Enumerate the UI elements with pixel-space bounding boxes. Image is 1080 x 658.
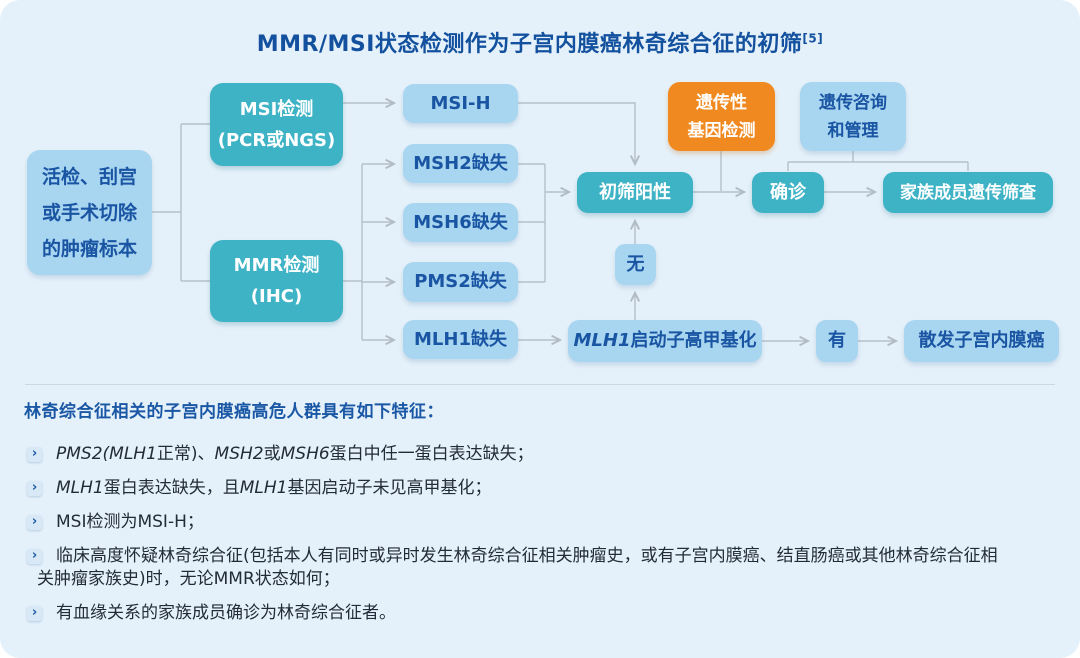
arrow-bullet-icon: › bbox=[27, 447, 42, 462]
criteria-text: 临床高度怀疑林奇综合征(包括本人有同时或异时发生林奇综合征相关肿瘤史，或有子宫内… bbox=[37, 546, 998, 589]
node-family-screening: 家族成员遗传筛查 bbox=[883, 172, 1053, 213]
criteria-section: 林奇综合征相关的子宫内膜癌高危人群具有如下特征： › PMS2(MLH1正常)、M… bbox=[24, 398, 1058, 636]
criteria-text: MLH1蛋白表达缺失，且MLH1基因启动子未见高甲基化； bbox=[56, 478, 492, 498]
title-citation: [5] bbox=[802, 31, 824, 46]
node-msh6-loss: MSH6缺失 bbox=[403, 203, 518, 242]
criteria-text: PMS2(MLH1正常)、MSH2或MSH6蛋白中任一蛋白表达缺失； bbox=[56, 444, 534, 464]
criteria-item: › PMS2(MLH1正常)、MSH2或MSH6蛋白中任一蛋白表达缺失； bbox=[24, 443, 1058, 466]
node-msh2-loss: MSH2缺失 bbox=[403, 144, 518, 183]
node-sporadic-ec: 散发子宫内膜癌 bbox=[904, 320, 1059, 362]
node-confirmed-diagnosis: 确诊 bbox=[752, 172, 824, 213]
criteria-list: › PMS2(MLH1正常)、MSH2或MSH6蛋白中任一蛋白表达缺失； › MLH1… bbox=[24, 443, 1058, 625]
criteria-text: 有血缘关系的家族成员确诊为林奇综合征者。 bbox=[56, 603, 396, 623]
node-mlh1-promoter-methylation: MLH1启动子高甲基化 bbox=[568, 320, 762, 362]
arrow-bullet-icon: › bbox=[27, 606, 42, 621]
node-mlh1-loss: MLH1缺失 bbox=[403, 320, 518, 359]
title-text: MMR/MSI状态检测作为子宫内膜癌林奇综合征的初筛 bbox=[256, 32, 803, 57]
node-genetic-counseling: 遗传咨询 和管理 bbox=[800, 82, 906, 151]
node-msi-test: MSI检测 (PCR或NGS) bbox=[210, 83, 343, 166]
node-has-methylation: 有 bbox=[816, 320, 858, 362]
node-mmr-test: MMR检测 (IHC) bbox=[210, 240, 343, 322]
node-pms2-loss: PMS2缺失 bbox=[403, 262, 518, 302]
node-no-methylation: 无 bbox=[615, 244, 656, 285]
criteria-item: › 有血缘关系的家族成员确诊为林奇综合征者。 bbox=[24, 602, 1058, 625]
criteria-item: › MSI检测为MSI-H； bbox=[24, 511, 1058, 534]
node-screen-positive: 初筛阳性 bbox=[577, 172, 693, 213]
criteria-text: MSI检测为MSI-H； bbox=[56, 512, 204, 532]
node-msi-h: MSI-H bbox=[403, 84, 518, 123]
node-germline-genetic-test: 遗传性 基因检测 bbox=[668, 82, 775, 151]
arrow-bullet-icon: › bbox=[27, 515, 42, 530]
criteria-heading: 林奇综合征相关的子宫内膜癌高危人群具有如下特征： bbox=[24, 402, 444, 422]
arrow-bullet-icon: › bbox=[27, 549, 42, 564]
criteria-item: › MLH1蛋白表达缺失，且MLH1基因启动子未见高甲基化； bbox=[24, 477, 1058, 500]
node-tumor-specimen: 活检、刮宫 或手术切除 的肿瘤标本 bbox=[27, 150, 152, 275]
arrow-bullet-icon: › bbox=[27, 481, 42, 496]
criteria-item: ›临床高度怀疑林奇综合征(包括本人有同时或异时发生林奇综合征相关肿瘤史，或有子宫… bbox=[24, 545, 1058, 591]
section-divider bbox=[25, 384, 1055, 385]
page-title: MMR/MSI状态检测作为子宫内膜癌林奇综合征的初筛[5] bbox=[0, 26, 1080, 58]
gene-name: MLH1 bbox=[573, 330, 631, 351]
